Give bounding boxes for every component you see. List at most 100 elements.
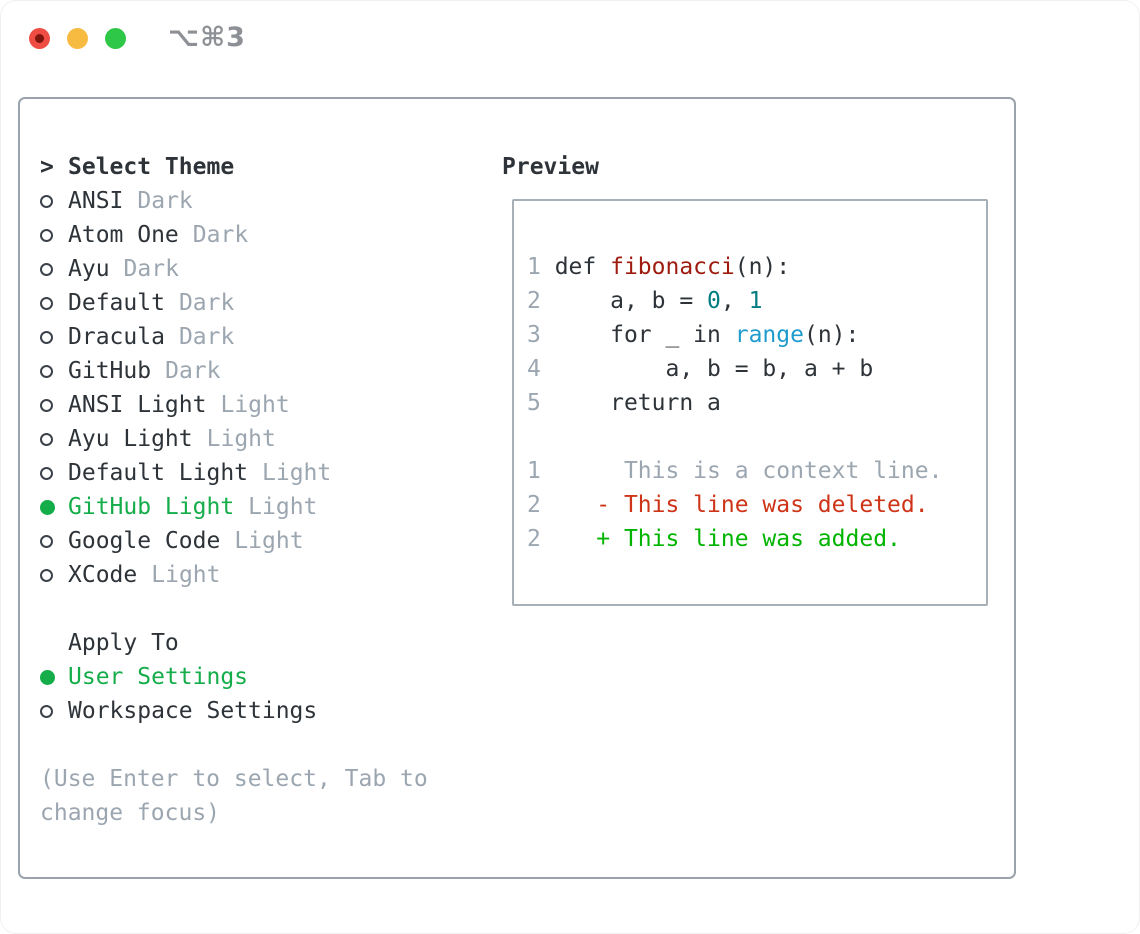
option-tag: Dark <box>178 324 235 350</box>
option-label: ANSI <box>68 188 124 214</box>
apply-to-options: User Settings Workspace Settings <box>40 660 428 728</box>
titlebar: ⌥⌘3 <box>29 22 246 53</box>
window-title: ⌥⌘3 <box>168 22 246 53</box>
radio-option[interactable]: ANSI Dark <box>40 184 428 218</box>
code-segment: a, b = <box>540 288 708 314</box>
prompt-icon: > <box>40 154 54 180</box>
code-segment: def <box>554 254 611 280</box>
code-segment: (n): <box>734 254 791 280</box>
help-text: (Use Enter to select, Tab to change focu… <box>40 762 428 830</box>
code-line: 3 for _ in range(n): <box>527 318 986 352</box>
option-tag: Light <box>248 494 318 520</box>
radio-icon <box>40 499 68 515</box>
code-segment: a, b = b, a + b <box>540 356 874 382</box>
help-line-1: (Use Enter to select, Tab to <box>40 766 428 792</box>
code-segment: 5 <box>527 390 541 416</box>
radio-icon <box>40 296 68 310</box>
spacer <box>40 592 428 626</box>
code-segment: 2 <box>527 288 541 314</box>
radio-option[interactable]: Ayu Dark <box>40 252 428 286</box>
close-dot-icon <box>35 33 44 43</box>
radio-icon <box>40 534 68 548</box>
option-tag: Dark <box>137 188 193 214</box>
code-segment <box>541 526 596 552</box>
option-tag: Light <box>220 392 290 418</box>
option-tag: Light <box>234 528 304 554</box>
code-segment: , <box>720 288 749 314</box>
zoom-button[interactable] <box>105 27 126 49</box>
radio-option[interactable]: Google Code Light <box>40 524 428 558</box>
option-tag: Dark <box>192 222 249 248</box>
code-segment: return a <box>540 390 721 416</box>
option-label: GitHub <box>68 358 152 384</box>
radio-icon <box>40 262 68 276</box>
radio-option[interactable]: Dracula Dark <box>40 320 428 354</box>
radio-option[interactable]: GitHub Dark <box>40 354 428 388</box>
radio-option[interactable]: Atom One Dark <box>40 218 428 252</box>
radio-icon <box>40 364 68 378</box>
apply-to-title: Apply To <box>68 630 179 656</box>
option-label: Atom One <box>68 222 179 248</box>
code-segment: range <box>734 322 804 348</box>
radio-icon <box>40 228 68 242</box>
radio-option[interactable]: Workspace Settings <box>40 694 428 728</box>
code-segment: 4 <box>527 356 541 382</box>
minimize-button[interactable] <box>67 27 88 49</box>
option-label: Workspace Settings <box>68 698 318 724</box>
radio-icon <box>40 704 68 718</box>
option-tag: Dark <box>123 256 179 282</box>
radio-option[interactable]: GitHub Light Light <box>40 490 428 524</box>
code-segment: fibonacci <box>610 254 735 280</box>
code-line: 4 a, b = b, a + b <box>527 352 986 386</box>
radio-option[interactable]: XCode Light <box>40 558 428 592</box>
option-tag: Dark <box>165 358 221 384</box>
option-label: Default Light <box>68 460 249 486</box>
code-segment: 2 <box>527 492 541 518</box>
code-segment: 1 <box>527 458 541 484</box>
code-line: 2 - This line was deleted. <box>527 488 986 522</box>
code-segment: 1 <box>527 254 555 280</box>
code-segment: This is a context line. <box>540 458 943 484</box>
option-label: Google Code <box>68 528 221 554</box>
code-line: 1 def fibonacci(n): <box>527 250 986 284</box>
select-theme-title: Select Theme <box>68 154 235 180</box>
radio-icon <box>40 568 68 582</box>
code-segment: 1 <box>748 288 763 314</box>
radio-icon <box>40 398 68 412</box>
option-label: Ayu <box>68 256 110 282</box>
apply-to-header: Apply To <box>40 626 428 660</box>
radio-icon <box>40 466 68 480</box>
code-line: 1 This is a context line. <box>527 454 986 488</box>
code-segment <box>541 492 596 518</box>
option-label: Dracula <box>68 324 165 350</box>
close-button[interactable] <box>29 27 50 49</box>
option-label: GitHub Light <box>68 494 235 520</box>
theme-options: ANSI Dark Atom One Dark Ayu Dark Default… <box>40 184 428 592</box>
code-segment: 0 <box>707 288 721 314</box>
code-segment: 3 <box>527 322 541 348</box>
radio-option[interactable]: Ayu Light Light <box>40 422 428 456</box>
option-tag: Light <box>262 460 332 486</box>
radio-option[interactable]: Default Light Light <box>40 456 428 490</box>
option-tag: Dark <box>178 290 235 316</box>
code-line: 5 return a <box>527 386 986 420</box>
radio-option[interactable]: ANSI Light Light <box>40 388 428 422</box>
option-tag: Light <box>151 562 221 588</box>
help-line-2: change focus) <box>40 800 221 826</box>
preview-section: Preview 1 def fibonacci(n):2 a, b = 0, 1… <box>502 150 988 606</box>
option-label: ANSI Light <box>68 392 207 418</box>
radio-option[interactable]: Default Dark <box>40 286 428 320</box>
code-line <box>527 420 986 454</box>
radio-icon <box>40 669 68 685</box>
option-label: XCode <box>68 562 138 588</box>
option-label: Default <box>68 290 165 316</box>
select-theme-header: > Select Theme <box>40 150 428 184</box>
code-segment: - This line was deleted. <box>596 492 929 518</box>
radio-icon <box>40 330 68 344</box>
radio-icon <box>40 432 68 446</box>
code-line: 2 a, b = 0, 1 <box>527 284 986 318</box>
radio-option[interactable]: User Settings <box>40 660 428 694</box>
code-segment: 2 <box>527 526 541 552</box>
code-segment: (n): <box>803 322 860 348</box>
